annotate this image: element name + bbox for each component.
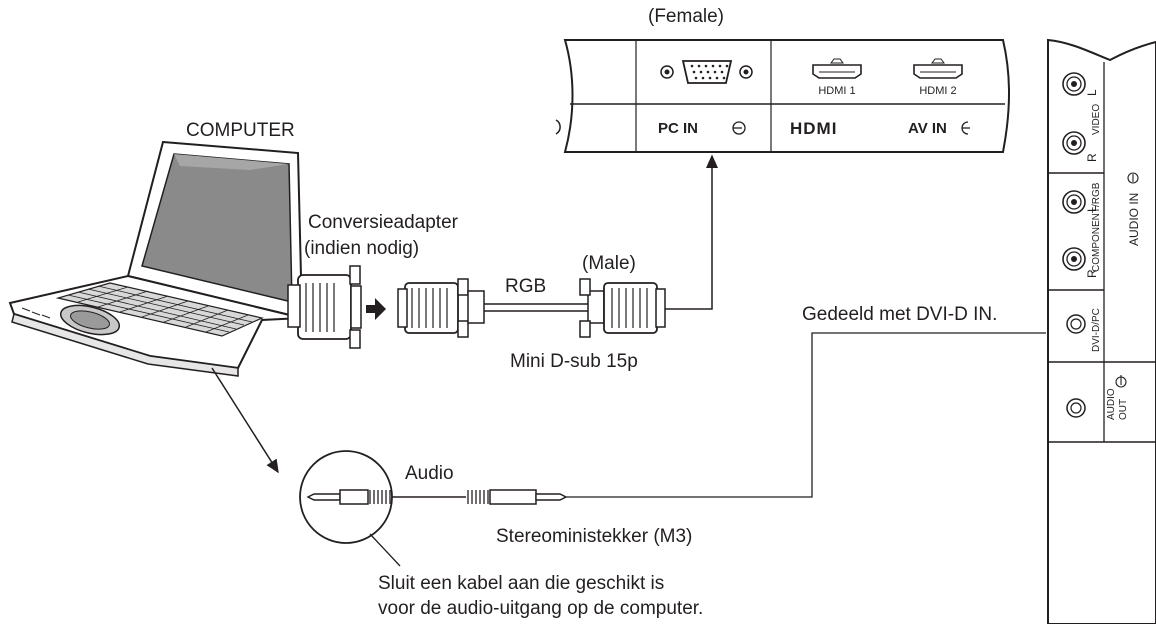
video-l-label: L [1085, 89, 1099, 96]
shared-dvi-label: Gedeeld met DVI-D IN. [802, 304, 997, 325]
hdmi1-port [812, 58, 862, 79]
rca-jack-component-l [1062, 190, 1086, 214]
vga-connection-line [665, 154, 718, 310]
pointer-arrow [211, 367, 279, 474]
rca-jack-video-l [1062, 72, 1086, 96]
audio-label: Audio [405, 463, 454, 484]
female-label: (Female) [648, 6, 724, 27]
hdmi1-label: HDMI 1 [818, 85, 855, 97]
laptop-illustration [8, 140, 304, 377]
stereo-plug-magnified [299, 450, 466, 544]
stereo-plug-label: Stereoministekker (M3) [496, 526, 692, 547]
component-l-label: L [1085, 205, 1099, 212]
component-r-label: R [1085, 269, 1099, 278]
rca-jack-video-r [1062, 131, 1086, 155]
note-line1: Sluit een kabel aan die geschikt is [378, 573, 664, 594]
video-label: VIDEO [1091, 104, 1102, 135]
vga-female-port [660, 60, 753, 84]
adapter-label-line1: Conversieadapter [308, 212, 459, 233]
computer-label: COMPUTER [186, 120, 295, 141]
av-in-label: AV IN [908, 120, 947, 137]
audio-out-label-line2: OUT [1118, 399, 1129, 420]
adapter-label-line2: (indien nodig) [304, 238, 419, 259]
output-symbol-icon [1115, 375, 1127, 388]
component-rgb-label: COMPONENT/RGB [1091, 182, 1102, 272]
input-symbol-icon [732, 121, 746, 135]
callout-line [369, 533, 401, 567]
mini-dsub-label: Mini D-sub 15p [510, 351, 638, 372]
rca-jack-component-r [1062, 247, 1086, 271]
minijack-dvi-pc [1066, 314, 1086, 334]
note-line2: voor de audio-uitgang op de computer. [378, 598, 703, 619]
hdmi2-label: HDMI 2 [919, 85, 956, 97]
hdmi2-port [913, 58, 963, 79]
vga-cable [397, 278, 666, 338]
male-label: (Male) [582, 253, 636, 274]
input-symbol-icon [961, 121, 970, 135]
arrow-icon [366, 298, 386, 320]
audio-in-label: AUDIO IN [1127, 193, 1141, 246]
side-connector-panel: L R VIDEO L R COMPONENT/RGB DVI-D/PC AUD… [1047, 38, 1156, 624]
video-r-label: R [1085, 153, 1099, 162]
hdmi-logo: HDMI [790, 119, 837, 138]
audio-connection-line [566, 332, 1046, 498]
input-symbol-icon [1127, 172, 1139, 184]
minijack-audio-out [1066, 398, 1086, 418]
stereo-plug [467, 489, 568, 505]
top-connector-panel: HDMI 1 HDMI 2 PC IN HDMI AV IN [555, 39, 1011, 153]
rgb-label: RGB [505, 276, 546, 297]
audio-out-label-line1: AUDIO [1106, 388, 1117, 420]
conversion-adapter [287, 265, 362, 349]
dvi-d-pc-label: DVI-D/PC [1091, 308, 1102, 352]
pc-in-label: PC IN [658, 120, 698, 137]
